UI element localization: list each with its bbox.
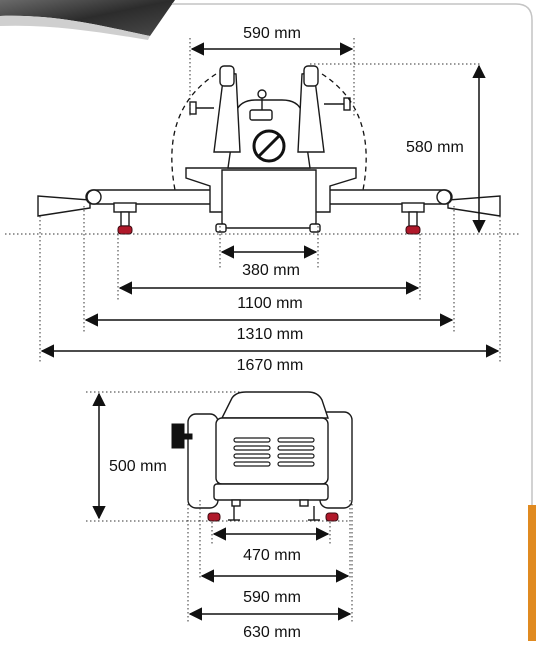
side-vents [233,437,315,467]
accent-bar [528,505,536,641]
dim-top-width: 590 mm [243,25,301,42]
crank-handle-icon [171,423,193,449]
front-foot-left [117,225,133,235]
dim-base-380: 380 mm [242,262,300,279]
front-dimension-labels: 590 mm 580 mm 380 mm 1100 mm 1310 mm 167… [237,25,464,374]
front-view-machine [37,65,501,233]
panel-border [172,3,533,510]
dim-span-1310: 1310 mm [237,326,304,343]
corner-decoration [0,0,175,40]
rolling-pin-gear-icon [252,129,286,163]
front-guides [5,38,520,364]
dim-side-590: 590 mm [243,589,301,606]
dim-span-1100: 1100 mm [237,295,303,312]
side-guides [86,391,353,622]
front-foot-right [405,225,421,235]
front-view-feet [117,225,421,235]
side-dimension-arrows [92,392,352,621]
dim-span-1670: 1670 mm [237,357,304,374]
dim-side-height: 500 mm [109,458,167,475]
dim-side-630: 630 mm [243,624,301,641]
dim-side-470: 470 mm [243,547,301,564]
side-view-machine [187,391,353,521]
dim-top-height: 580 mm [406,139,464,156]
side-view-feet [207,512,339,522]
front-dimension-arrows [40,42,500,358]
side-dimension-labels: 500 mm 470 mm 590 mm 630 mm [109,458,301,641]
side-foot-right [325,512,339,522]
side-foot-left [207,512,221,522]
